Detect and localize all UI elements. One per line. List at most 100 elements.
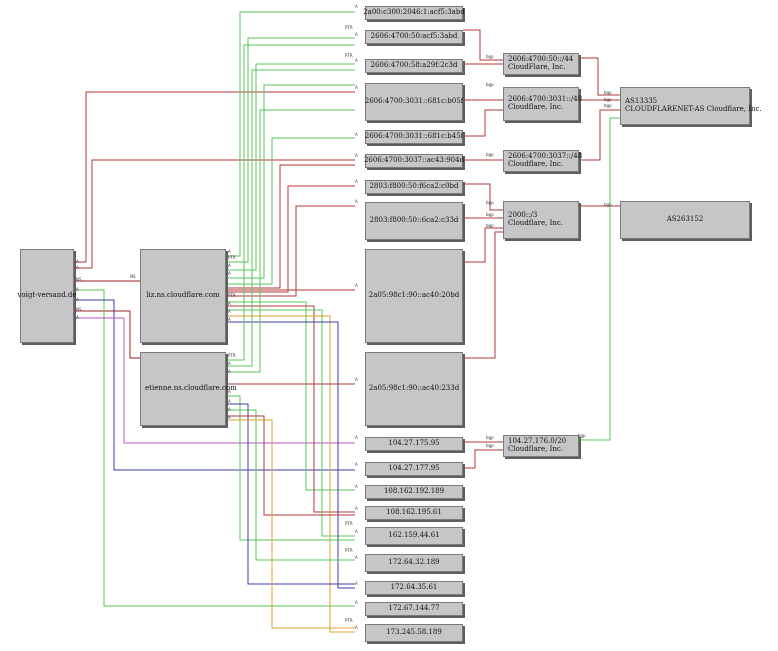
node-aaaa-2[interactable]: 2606:4700:50:acf5:3abd [365,30,463,44]
edge-type-label: A [355,600,358,605]
node-prefix-3[interactable]: 2606:4700:3037::/48 Cloudflare, Inc. [503,150,582,172]
edge-type-label: bgp [604,103,612,108]
node-aaaa-5[interactable]: 2606:4700:3031::681c:b45f [365,130,463,144]
node-aaaa-3[interactable]: 2606:4700:58:a29f:2c3d [365,59,463,73]
node-ns-etienne[interactable]: etienne.ns.cloudflare.com [140,352,237,426]
edge-line [226,403,355,585]
edge-type-label: bgp [486,54,494,59]
node-root-domain[interactable]: voigt-versand.de [17,249,77,343]
edge-line [463,183,503,211]
edge-line [226,69,355,367]
edge-type-label: A [355,85,358,90]
node-v6-ns-2[interactable]: 2a05:98c1:90::ac40:233d [365,352,463,426]
edge-line [463,109,503,137]
edge-line [226,84,355,279]
edge-type-label: A [355,4,358,9]
edge-type-label: A [355,555,358,560]
edge-type-label: A [76,265,79,270]
edge-type-label: bgp [486,443,494,448]
node-ipv4-6[interactable]: 172.64.32.189 [365,554,463,572]
node-ipv4-5[interactable]: 162.159.44.61 [365,527,463,545]
node-aaaa-7[interactable]: 2803:f800:50:f6ca2:c0bd [365,180,463,194]
node-aaaa-4[interactable]: 2606:4700:3031::681c:b05f [365,83,463,121]
node-ipv4-2[interactable]: 104.27.177.95 [365,462,463,476]
edge-type-label: PTR [345,548,353,553]
edge-line [579,117,620,441]
node-aaaa-8[interactable]: 2803:f800:50::6ca2:c33d [365,202,463,240]
node-ipv4-7[interactable]: 172.64.35.61 [365,581,463,595]
edge-line [226,63,355,271]
node-ipv4-3[interactable]: 108.162.192.189 [365,485,463,499]
node-ns-liz[interactable]: liz.ns.cloudflare.com [140,249,226,343]
edge-line [226,409,355,561]
edge-line [226,395,355,541]
edge-type-label: NS [76,277,82,282]
edge-type-label: bgp [604,97,612,102]
edge-type-label: A [76,259,79,264]
edge-type-label: bgp [604,90,612,95]
edge-type-label: A [355,625,358,630]
edge-type-label: PTR [228,255,236,260]
edge-type-label: A [228,301,231,306]
edge-line [226,419,355,629]
node-aaaa-6[interactable]: 2606:4700:3037::ac43:904d [364,154,464,168]
edge-line [579,109,620,161]
edge-type-label: bgp [486,223,494,228]
edge-line [579,57,620,96]
node-aaaa-1[interactable]: 2a00:c300:2046:1:acf5:3abd [363,6,465,20]
node-ipv4-9[interactable]: 173.245.58.189 [365,624,463,642]
edge-type-label: bgp [604,202,612,207]
edge-type-label: A [355,435,358,440]
edge-type-label: NS [130,274,136,279]
edge-type-label: PTR [345,25,353,30]
edge-line [226,309,355,537]
edge-type-label: A [228,271,231,276]
edge-line [226,11,355,257]
edge-type-label: PTR [345,521,353,526]
edge-line [463,449,503,469]
edge-type-label: bgp [486,212,494,217]
node-prefix-2[interactable]: 2606:4700:3031::/48 Cloudflare, Inc. [503,87,582,121]
edge-type-label: bgp [486,82,494,87]
node-ipv4-8[interactable]: 172.67.144.77 [365,602,463,616]
edge-type-label: A [228,309,231,314]
edges [74,11,620,633]
edge-line [226,37,355,263]
edge-line [463,29,503,61]
node-as-13335[interactable]: AS13335 CLOUDFLARENET-AS Cloudflare, Inc… [620,87,762,125]
edge-line [226,109,355,373]
edge-type-label: PTR [228,293,236,298]
edge-type-label: A [355,32,358,37]
edge-type-label: A [355,462,358,467]
edge-type-label: NS [76,307,82,312]
node-v6-ns-1[interactable]: 2a05:98c1:90::ac40:20bd [365,249,463,343]
edge-type-label: A [355,377,358,382]
edge-type-label: A [355,132,358,137]
node-ipv4-1[interactable]: 104.27.175.95 [365,437,463,451]
node-ipv4-4[interactable]: 108.162.195.61 [365,506,463,520]
edge-line [226,164,355,289]
edge-type-label: A [228,407,231,412]
edge-line [74,289,355,607]
node-prefix-4[interactable]: 2000::/3 Cloudflare, Inc. [503,201,579,239]
edge-type-label: A [76,287,79,292]
edge-type-label: A [228,415,231,420]
edge-line [226,415,355,516]
edge-type-label: A [355,179,358,184]
edge-type-label: A [228,263,231,268]
edge-type-label: A [228,399,231,404]
node-prefix-5[interactable]: 104.27.176.0/20 Cloudflare, Inc. [503,435,579,457]
node-prefix-1[interactable]: 2606:4700:50::/44 CloudFlare, Inc. [503,53,579,75]
edge-type-label: A [228,389,231,394]
edge-type-label: A [355,283,358,288]
node-as-263152[interactable]: AS263152 [620,201,750,239]
edge-type-label: A [228,317,231,322]
edge-line [226,315,355,633]
edge-type-label: bgp [486,200,494,205]
edge-line [463,227,503,263]
edge-line [463,231,503,359]
edge-type-label: A [355,506,358,511]
edge-line [74,299,355,471]
edge-line [226,205,355,297]
edge-line [226,137,355,285]
